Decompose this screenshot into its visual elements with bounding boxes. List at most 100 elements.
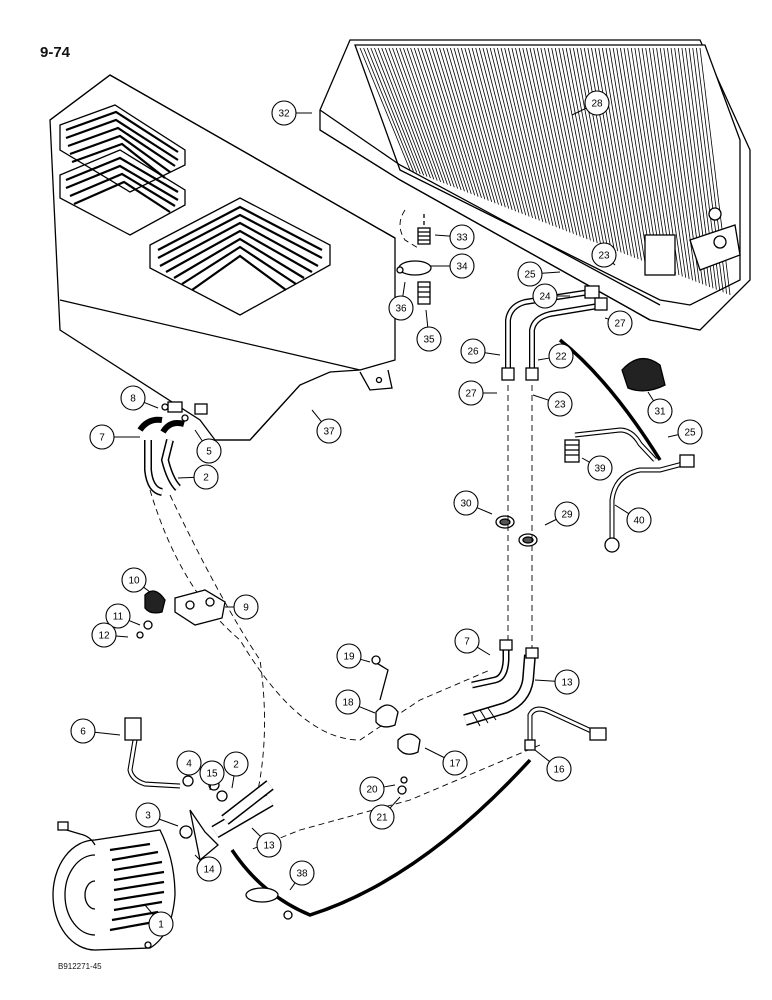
fin-line [482, 47, 527, 216]
fin-line [656, 47, 690, 280]
compressor-hoses [124, 717, 274, 862]
callout-circle [449, 253, 475, 279]
fin-line [471, 47, 516, 212]
callout-c9: 9 [225, 594, 259, 620]
callout-circle [388, 295, 414, 321]
callout-c31: 31 [647, 391, 673, 424]
fin-line [594, 47, 632, 257]
evaporator-housing [49, 74, 396, 441]
callout-leader [425, 309, 429, 328]
callout-circle [176, 750, 202, 776]
callout-leader [251, 827, 261, 837]
fin-line [399, 47, 448, 185]
fin-line [475, 47, 520, 213]
callout-c2b: 2 [223, 751, 249, 789]
louvre-grille-left [59, 104, 186, 236]
callout-number: 27 [465, 389, 477, 400]
fin-line [406, 47, 455, 188]
fin-line [511, 47, 554, 226]
callout-c30: 30 [453, 490, 493, 516]
callout-leader [667, 434, 679, 438]
callout-leader [144, 904, 154, 916]
callout-number: 12 [98, 631, 110, 642]
callout-leader [94, 731, 121, 736]
callout-c4: 4 [176, 750, 202, 776]
figure-code: B912271-45 [58, 962, 102, 971]
callout-number: 19 [343, 652, 355, 663]
callout-leader [358, 706, 376, 714]
drawing-layer [49, 39, 751, 951]
callout-number: 5 [206, 447, 212, 458]
fin-line [489, 47, 533, 218]
callout-number: 14 [203, 865, 215, 876]
fin-line [620, 47, 656, 266]
callout-c19: 19 [336, 643, 371, 669]
fin-line [525, 47, 567, 232]
callout-c32: 32 [271, 100, 312, 126]
callout-leader [128, 620, 141, 626]
callout-c14: 14 [194, 854, 222, 882]
fin-line [468, 47, 513, 210]
fin-line [580, 47, 619, 252]
fin-line [536, 47, 578, 236]
callout-c26: 26 [460, 338, 501, 364]
callout-c27b: 27 [604, 310, 633, 336]
fin-line [601, 47, 639, 260]
harness-38 [230, 758, 532, 920]
callout-c24: 24 [532, 283, 570, 309]
fin-line [428, 47, 476, 196]
callout-leader [209, 784, 212, 791]
fin-line [634, 47, 670, 272]
callout-circle [105, 603, 131, 629]
fin-line [457, 47, 503, 207]
callout-c12: 12 [91, 622, 129, 648]
callout-circle [359, 776, 385, 802]
callout-circle [121, 567, 147, 593]
fin-line [583, 47, 622, 253]
fin-line [648, 47, 683, 277]
callout-leader [424, 747, 445, 759]
callout-number: 40 [633, 516, 645, 527]
callout-number: 33 [456, 233, 468, 244]
callout-c15: 15 [199, 760, 225, 791]
grommets [495, 515, 538, 547]
fin-line [630, 47, 666, 270]
callout-leader [194, 429, 203, 442]
callout-circle [584, 90, 610, 116]
callout-number: 30 [460, 499, 472, 510]
callout-number: 25 [684, 428, 696, 439]
callout-circle [91, 622, 117, 648]
callout-c39: 39 [581, 455, 613, 481]
fin-line [551, 47, 591, 241]
callout-leader [402, 281, 406, 297]
fin-line [529, 47, 571, 233]
callout-number: 13 [263, 841, 275, 852]
callout-c36: 36 [388, 281, 414, 321]
callout-leader [311, 409, 322, 422]
fin-line [486, 47, 530, 217]
fin-line [522, 47, 564, 230]
callout-number: 10 [128, 576, 140, 587]
fin-line [573, 47, 612, 249]
fin-line [431, 47, 479, 197]
callout-c11: 11 [105, 603, 141, 629]
callout-circle [607, 310, 633, 336]
callout-number: 32 [278, 109, 290, 120]
callout-circle [647, 398, 673, 424]
fin-line [500, 47, 544, 222]
callout-number: 28 [591, 99, 603, 110]
callout-c7b: 7 [454, 628, 491, 656]
callout-number: 3 [145, 811, 151, 822]
fin-line [515, 47, 557, 228]
callout-number: 23 [554, 400, 566, 411]
condenser-assembly [319, 39, 751, 331]
fin-line [591, 47, 629, 256]
callout-number: 37 [323, 427, 335, 438]
fin-line [453, 47, 499, 205]
callout-circle [256, 832, 282, 858]
callout-number: 7 [464, 637, 470, 648]
callout-c13a: 13 [251, 827, 282, 858]
fin-line [366, 47, 418, 173]
fin-line [558, 47, 598, 244]
